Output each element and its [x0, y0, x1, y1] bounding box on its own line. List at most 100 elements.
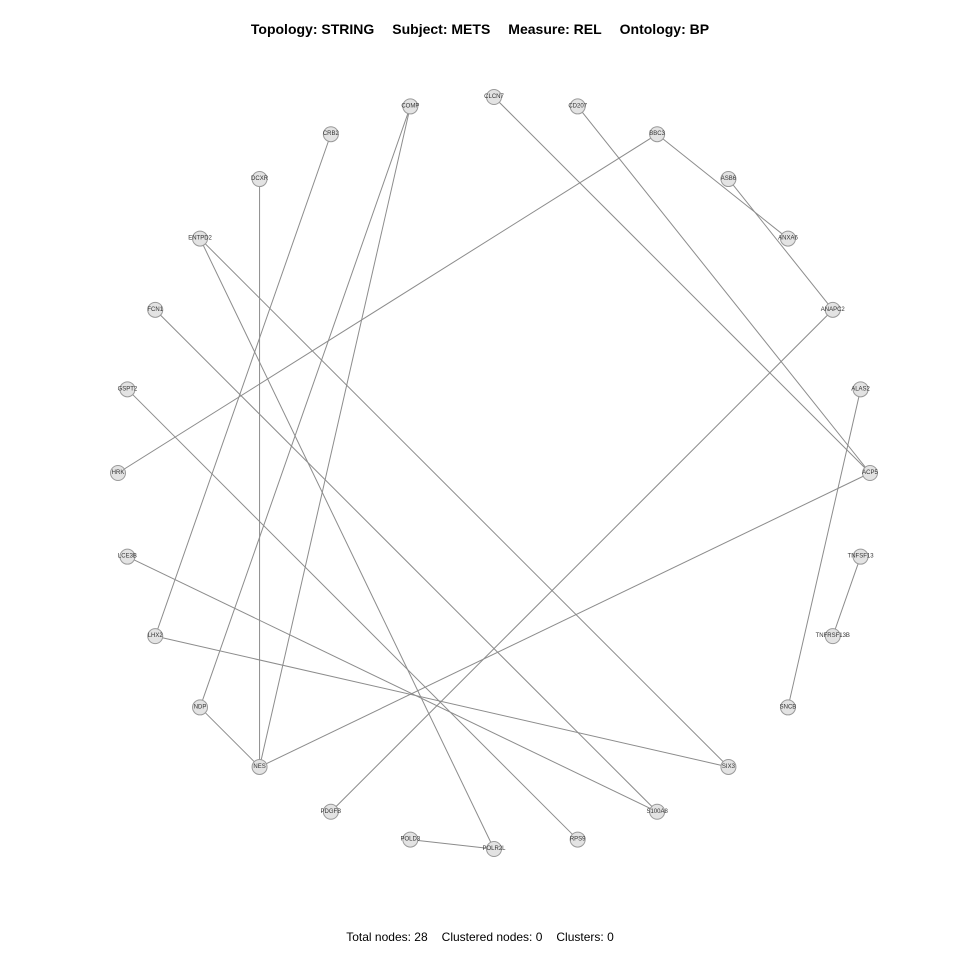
node-label: TNFSF13 — [848, 554, 875, 560]
node-anxa6[interactable]: ANXA6 — [778, 230, 798, 247]
node-label: COMP — [401, 103, 419, 109]
node-label: PDGFB — [321, 809, 342, 815]
node-circle[interactable] — [322, 126, 339, 143]
node-tnfrsf13b[interactable]: TNFRSF13B — [816, 628, 850, 645]
node-label: HRK — [112, 470, 125, 476]
edge-ndp-nes — [199, 707, 260, 768]
node-s100a8[interactable]: S100A8 — [646, 803, 668, 820]
node-circle[interactable] — [649, 803, 666, 820]
edge-nes-acp5 — [259, 472, 871, 768]
node-circle[interactable] — [402, 98, 419, 115]
edge-fcn1-s100a8 — [154, 309, 658, 813]
node-hrk[interactable]: HRK — [110, 465, 126, 481]
edge-tnfsf13-tnfrsf13b — [832, 556, 862, 637]
node-circle[interactable] — [862, 465, 878, 481]
edge-bbc3-hrk — [117, 133, 658, 474]
edge-crb2-lhx2 — [154, 134, 332, 637]
node-entpd2[interactable]: ENTPD2 — [188, 230, 213, 247]
edge-cd207-acp5 — [577, 106, 871, 474]
node-asb6[interactable]: ASB6 — [720, 171, 737, 188]
node-label: RPS9 — [570, 837, 586, 843]
node-pdgfb[interactable]: PDGFB — [321, 803, 342, 820]
clustered-nodes-label: Clustered nodes: 0 — [441, 930, 543, 944]
node-label: CLCN7 — [484, 94, 504, 100]
node-circle[interactable] — [779, 230, 796, 247]
edge-comp-ndp — [199, 106, 411, 708]
node-circle[interactable] — [824, 301, 841, 318]
node-circle[interactable] — [251, 171, 268, 188]
node-crb2[interactable]: CRB2 — [322, 126, 340, 143]
node-cd207[interactable]: CD207 — [568, 98, 588, 115]
node-circle[interactable] — [402, 831, 419, 848]
node-sncb[interactable]: SNCB — [779, 699, 797, 716]
node-circle[interactable] — [720, 171, 737, 188]
node-circle[interactable] — [569, 98, 586, 115]
node-pold3[interactable]: POLD3 — [400, 831, 421, 848]
node-circle[interactable] — [569, 831, 586, 848]
node-rps9[interactable]: RPS9 — [569, 831, 586, 848]
node-circle[interactable] — [824, 628, 841, 645]
measure-label: Measure: REL — [508, 21, 602, 37]
ontology-label: Ontology: BP — [619, 21, 710, 37]
node-circle[interactable] — [147, 301, 164, 318]
edge-lce3b-s100a8 — [127, 556, 658, 813]
node-circle[interactable] — [486, 841, 502, 857]
node-label: SNCB — [780, 704, 797, 710]
node-circle[interactable] — [852, 548, 869, 565]
node-dcxr[interactable]: DCXR — [251, 171, 269, 188]
node-circle[interactable] — [119, 548, 136, 565]
node-circle[interactable] — [486, 89, 502, 105]
node-clcn7[interactable]: CLCN7 — [484, 89, 504, 105]
node-circle[interactable] — [322, 803, 339, 820]
node-circle[interactable] — [852, 381, 869, 398]
node-circle[interactable] — [192, 230, 209, 247]
node-circle[interactable] — [779, 699, 796, 716]
node-circle[interactable] — [147, 628, 164, 645]
node-tnfsf13[interactable]: TNFSF13 — [848, 548, 875, 565]
node-label: ASB6 — [721, 176, 737, 182]
node-circle[interactable] — [251, 758, 268, 775]
node-label: SIX3 — [722, 764, 736, 770]
node-circle[interactable] — [119, 381, 136, 398]
node-nes[interactable]: NES — [251, 758, 268, 775]
edge-asb6-anapc2 — [728, 178, 834, 311]
node-label: ANXA6 — [778, 236, 798, 242]
edge-pold3-polr2l — [410, 839, 495, 850]
node-alas2[interactable]: ALAS2 — [851, 381, 871, 398]
node-label: LCE3B — [118, 554, 137, 560]
node-label: ANAPC2 — [821, 307, 846, 313]
node-comp[interactable]: COMP — [401, 98, 419, 115]
node-label: CRB2 — [323, 131, 340, 137]
node-gspt2[interactable]: GSPT2 — [118, 381, 138, 398]
node-anapc2[interactable]: ANAPC2 — [821, 301, 846, 318]
node-acp5[interactable]: ACP5 — [862, 465, 878, 481]
node-lhx2[interactable]: LHX2 — [147, 628, 164, 645]
node-layer: CLCN7CD207BBC3ASB6ANXA6ANAPC2ALAS2ACP5TN… — [110, 89, 878, 857]
node-six3[interactable]: SIX3 — [720, 758, 737, 775]
node-fcn1[interactable]: FCN1 — [147, 301, 164, 318]
node-bbc3[interactable]: BBC3 — [649, 126, 666, 143]
node-circle[interactable] — [649, 126, 666, 143]
node-label: ENTPD2 — [188, 236, 212, 242]
node-label: ALAS2 — [851, 386, 870, 392]
edge-anapc2-pdgfb — [330, 309, 834, 813]
node-label: LHX2 — [148, 633, 164, 639]
node-label: POLR2L — [482, 846, 506, 852]
node-circle[interactable] — [110, 465, 126, 481]
edge-comp-nes — [259, 106, 411, 768]
topology-label: Topology: STRING — [250, 21, 375, 37]
node-circle[interactable] — [192, 699, 209, 716]
node-label: TNFRSF13B — [816, 633, 850, 639]
node-label: BBC3 — [649, 131, 665, 137]
edge-clcn7-acp5 — [493, 96, 871, 474]
node-polr2l[interactable]: POLR2L — [482, 841, 506, 857]
node-lce3b[interactable]: LCE3B — [118, 548, 137, 565]
edge-alas2-sncb — [787, 389, 862, 708]
node-label: DCXR — [251, 176, 269, 182]
node-circle[interactable] — [720, 758, 737, 775]
node-ndp[interactable]: NDP — [192, 699, 209, 716]
node-label: S100A8 — [646, 809, 668, 815]
